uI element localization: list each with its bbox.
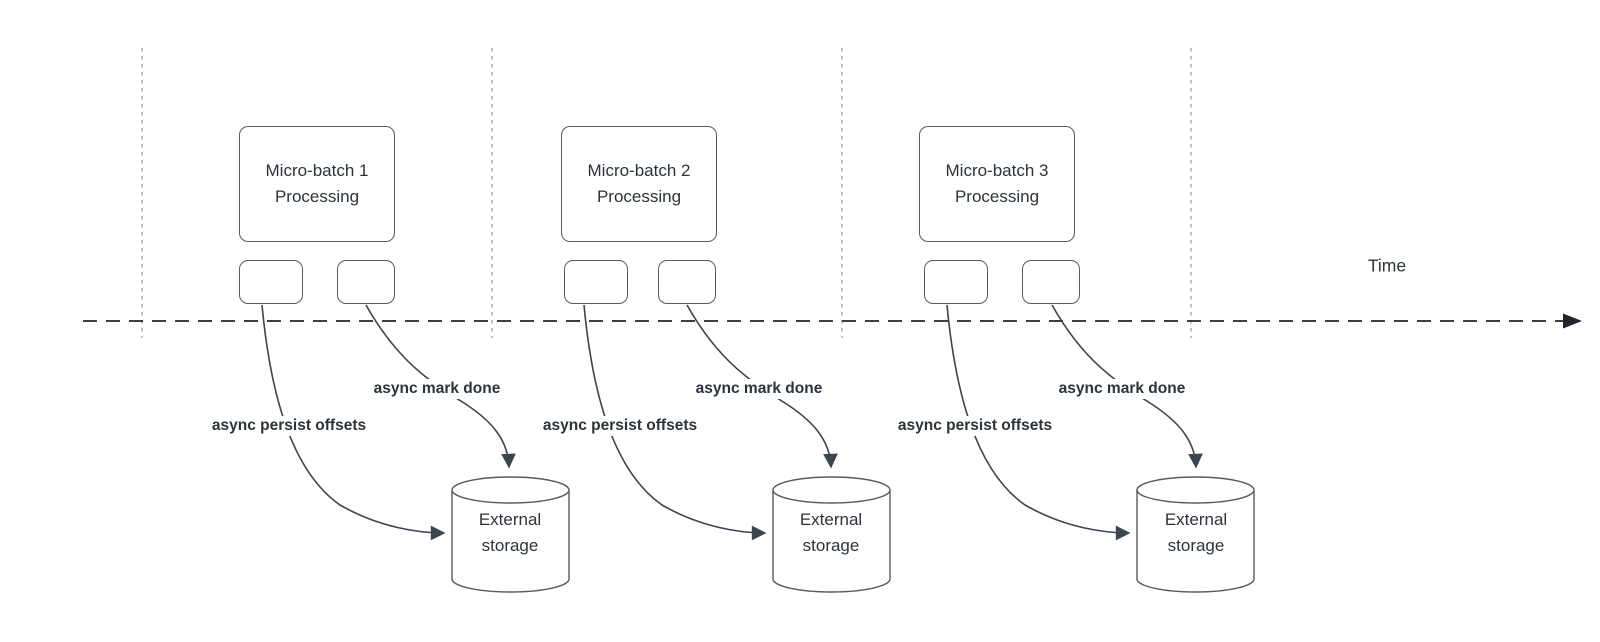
persist-offsets-label-2: async persist offsets — [538, 416, 702, 436]
mark-done-arrow-2 — [686, 304, 838, 469]
storage-label-1: External storage — [478, 510, 542, 555]
persist-offsets-arrow-2 — [583, 304, 767, 541]
mark-done-label-3: async mark done — [1054, 379, 1190, 399]
micro-batch-label-1: Micro-batch 1 Processing — [265, 161, 369, 206]
micro-batch-label-3: Micro-batch 3 Processing — [945, 161, 1049, 206]
time-axis-arrowhead-icon — [1563, 313, 1582, 329]
micro-batch-label-2: Micro-batch 2 Processing — [587, 161, 691, 206]
storage-label-3: External storage — [1164, 510, 1228, 555]
persist-offsets-arrow-1 — [261, 304, 446, 541]
persist-task-box-3 — [924, 260, 988, 304]
mark-done-arrow-1 — [365, 304, 516, 469]
persist-offsets-arrow-3 — [946, 304, 1131, 541]
micro-batch-box-1: Micro-batch 1 Processing — [239, 126, 395, 242]
persist-task-box-2 — [564, 260, 628, 304]
mark-done-arrow-3 — [1051, 304, 1203, 469]
mark-done-label-2: async mark done — [691, 379, 827, 399]
external-storage-cylinder-1 — [451, 476, 570, 593]
persist-offsets-label-1: async persist offsets — [207, 416, 371, 436]
mark-done-task-box-2 — [658, 260, 716, 304]
micro-batch-box-2: Micro-batch 2 Processing — [561, 126, 717, 242]
mark-done-task-box-1 — [337, 260, 395, 304]
mark-done-label-1: async mark done — [369, 379, 505, 399]
external-storage-cylinder-3 — [1136, 476, 1255, 593]
external-storage-cylinder-2 — [772, 476, 891, 593]
persist-task-box-1 — [239, 260, 303, 304]
time-axis-label: Time — [1367, 255, 1407, 276]
micro-batch-box-3: Micro-batch 3 Processing — [919, 126, 1075, 242]
persist-offsets-label-3: async persist offsets — [893, 416, 1057, 436]
storage-label-2: External storage — [799, 510, 863, 555]
mark-done-task-box-3 — [1022, 260, 1080, 304]
